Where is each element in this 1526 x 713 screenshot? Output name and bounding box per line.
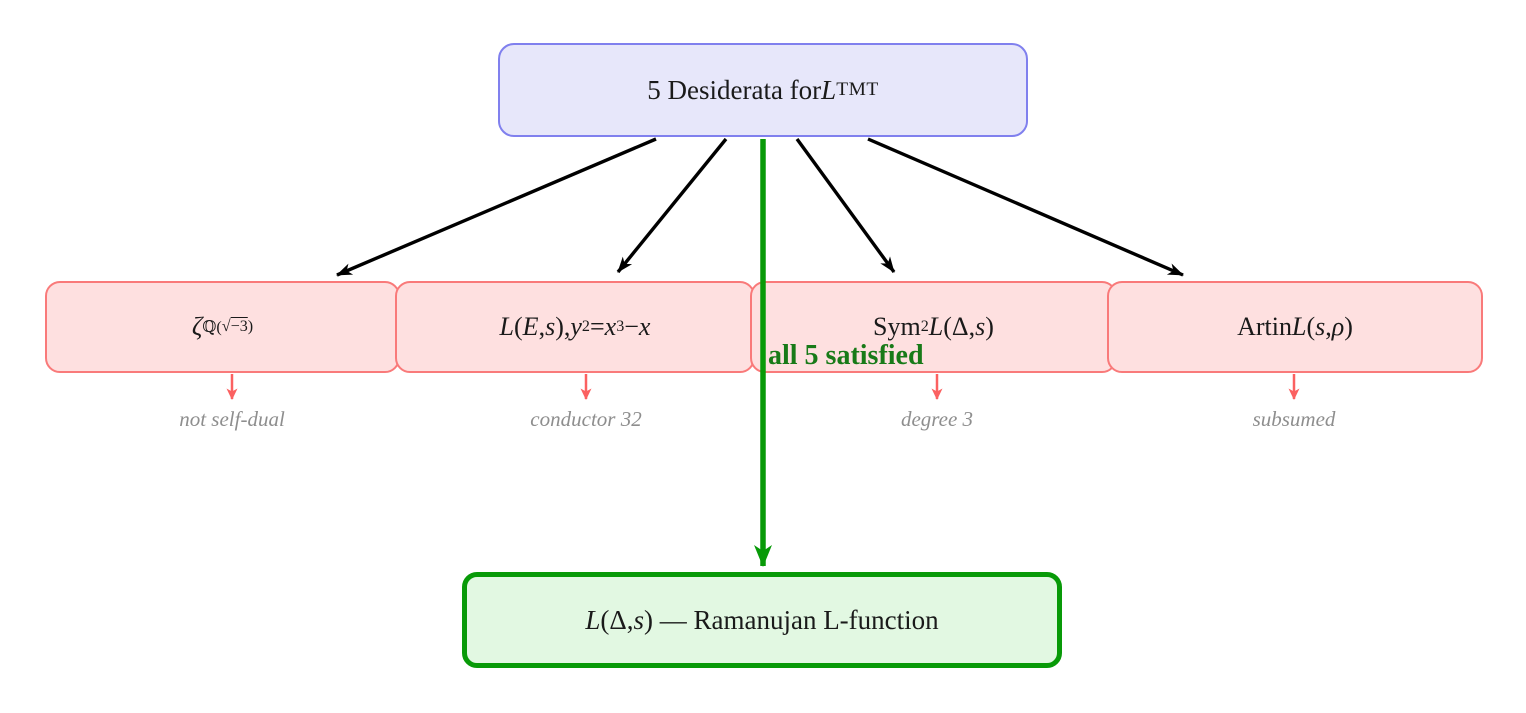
- arrow-to-zeta-icon: [336, 137, 657, 277]
- annotation-conductor-32: conductor 32: [530, 407, 642, 431]
- green-arrow-label: all 5 satisfied: [768, 340, 924, 371]
- arrow-to-sym-square-icon: [795, 137, 896, 274]
- node-artin-l-function: Artin L(s, ρ): [1107, 281, 1483, 373]
- arrow-to-elliptic-icon: [616, 137, 728, 274]
- annotation-subsumed: subsumed: [1252, 407, 1336, 431]
- node-ramanujan-l-function: L(Δ, s) — Ramanujan L-function: [462, 572, 1062, 668]
- arrow-to-artin-icon: [867, 137, 1184, 277]
- annotation-degree-3: degree 3: [900, 407, 974, 431]
- annotation-not-self-dual: not self-dual: [179, 407, 285, 431]
